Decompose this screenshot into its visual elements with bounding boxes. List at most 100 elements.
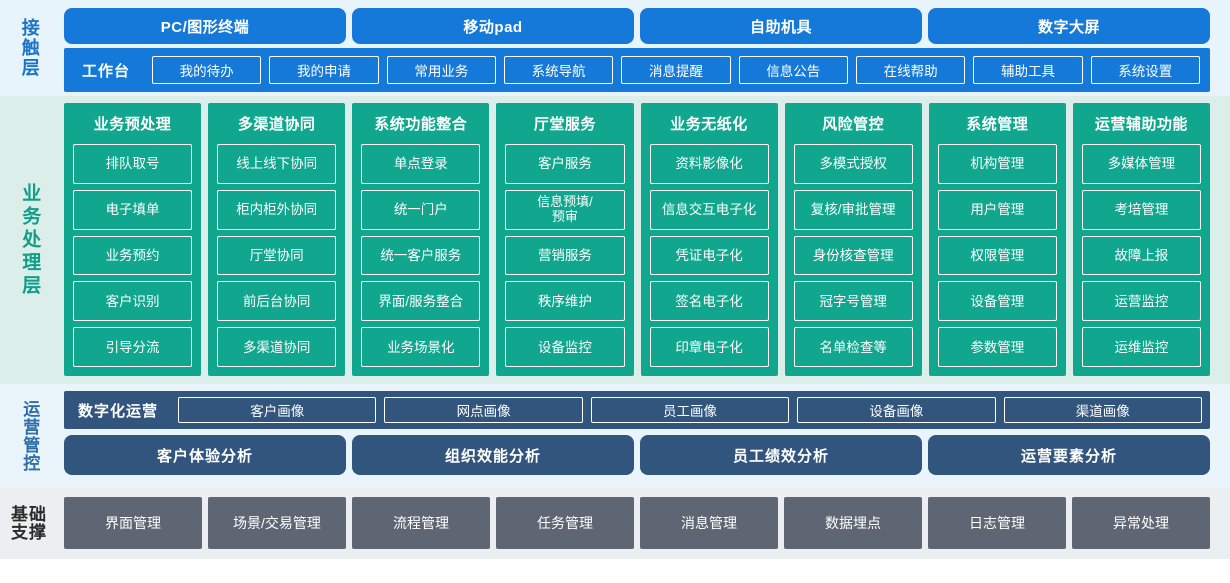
foundation-exception-handling[interactable]: 异常处理 (1072, 497, 1210, 549)
analysis-employee-performance[interactable]: 员工绩效分析 (640, 435, 922, 475)
foundation-ui-management[interactable]: 界面管理 (64, 497, 202, 549)
business-column-multichannel: 多渠道协同 线上线下协同 柜内柜外协同 厅堂协同 前后台协同 多渠道协同 (208, 103, 346, 376)
biz-item-business-scenario[interactable]: 业务场景化 (361, 327, 481, 367)
workbench-item-my-application[interactable]: 我的申请 (269, 56, 379, 84)
contact-layer-body: PC/图形终端 移动pad 自助机具 数字大屏 工作台 我的待办 我的申请 常用… (58, 0, 1230, 96)
biz-item-permission-management[interactable]: 权限管理 (937, 235, 1057, 276)
foundation-process-management[interactable]: 流程管理 (352, 497, 490, 549)
business-column-operation-support: 运营辅助功能 多媒体管理 考培管理 故障上报 运营监控 运维监控 (1072, 103, 1210, 376)
biz-item-signature-electronic[interactable]: 签名电子化 (649, 281, 769, 322)
column-title: 业务预处理 (93, 116, 172, 133)
channel-self-service[interactable]: 自助机具 (640, 8, 922, 44)
business-layer-body: 业务预处理 排队取号 电子填单 业务预约 客户识别 引导分流 多渠道协同 线上线… (58, 96, 1230, 384)
biz-item-customer-recognition[interactable]: 客户识别 (73, 281, 193, 322)
column-title: 运营辅助功能 (1094, 116, 1188, 133)
portrait-customer[interactable]: 客户画像 (178, 397, 377, 423)
biz-item-list-check[interactable]: 名单检查等 (793, 327, 913, 367)
biz-item-identity-verification[interactable]: 身份核查管理 (793, 235, 913, 276)
foundation-log-management[interactable]: 日志管理 (928, 497, 1066, 549)
biz-item-device-management[interactable]: 设备管理 (937, 281, 1057, 322)
biz-item-serial-number-mgmt[interactable]: 冠字号管理 (793, 281, 913, 322)
digital-operations-title: 数字化运营 (78, 402, 159, 420)
biz-item-multimode-authorization[interactable]: 多模式授权 (793, 144, 913, 184)
biz-item-single-sign-on[interactable]: 单点登录 (361, 144, 481, 184)
biz-item-ui-service-integration[interactable]: 界面/服务整合 (361, 281, 481, 322)
biz-item-front-back-sync[interactable]: 前后台协同 (217, 281, 337, 322)
biz-item-unified-customer-service[interactable]: 统一客户服务 (361, 235, 481, 276)
business-layer-label: 业务处理层 (19, 182, 41, 298)
biz-item-info-exchange-electronic[interactable]: 信息交互电子化 (649, 189, 769, 230)
biz-item-review-approval[interactable]: 复核/审批管理 (793, 189, 913, 230)
biz-item-customer-service[interactable]: 客户服务 (505, 144, 625, 184)
workbench-item-my-todo[interactable]: 我的待办 (152, 56, 262, 84)
biz-item-pre-fill-pre-review[interactable]: 信息预填/预审 (505, 189, 625, 230)
column-title: 系统管理 (966, 116, 1029, 133)
operations-layer-label: 运营管控 (20, 400, 40, 472)
analysis-row: 客户体验分析 组织效能分析 员工绩效分析 运营要素分析 (64, 435, 1210, 475)
channel-mobile-pad[interactable]: 移动pad (352, 8, 634, 44)
biz-item-appointment[interactable]: 业务预约 (73, 235, 193, 276)
biz-item-counter-sync[interactable]: 柜内柜外协同 (217, 189, 337, 230)
business-column-system-management: 系统管理 机构管理 用户管理 权限管理 设备管理 参数管理 (928, 103, 1066, 376)
foundation-data-tracking[interactable]: 数据埋点 (784, 497, 922, 549)
biz-item-operation-monitoring[interactable]: 运营监控 (1081, 281, 1201, 322)
biz-item-user-management[interactable]: 用户管理 (937, 189, 1057, 230)
digital-operations-bar: 数字化运营 客户画像 网点画像 员工画像 设备画像 渠道画像 (64, 391, 1210, 429)
workbench-item-common-business[interactable]: 常用业务 (386, 56, 496, 84)
biz-item-document-imaging[interactable]: 资料影像化 (649, 144, 769, 184)
business-column-risk-control: 风险管控 多模式授权 复核/审批管理 身份核查管理 冠字号管理 名单检查等 (784, 103, 922, 376)
analysis-org-effectiveness[interactable]: 组织效能分析 (352, 435, 634, 475)
analysis-customer-experience[interactable]: 客户体验分析 (64, 435, 346, 475)
biz-item-training-management[interactable]: 考培管理 (1081, 189, 1201, 230)
foundation-scenario-transaction-management[interactable]: 场景/交易管理 (208, 497, 346, 549)
biz-item-device-monitoring[interactable]: 设备监控 (505, 327, 625, 367)
workbench-title: 工作台 (82, 62, 131, 80)
portrait-employee[interactable]: 员工画像 (590, 397, 790, 423)
biz-item-lobby-sync[interactable]: 厅堂协同 (217, 235, 337, 276)
foundation-message-management[interactable]: 消息管理 (640, 497, 778, 549)
column-title: 系统功能整合 (374, 116, 468, 133)
portrait-branch[interactable]: 网点画像 (384, 397, 583, 423)
biz-item-online-offline-sync[interactable]: 线上线下协同 (217, 144, 337, 184)
column-title: 风险管控 (822, 116, 885, 133)
portrait-channel[interactable]: 渠道画像 (1003, 397, 1202, 423)
foundation-layer-label: 基础 支撑 (0, 488, 58, 559)
channel-pc[interactable]: PC/图形终端 (64, 8, 346, 44)
contact-layer-label: 接触层 (19, 18, 40, 78)
biz-item-multimedia-management[interactable]: 多媒体管理 (1081, 144, 1201, 184)
biz-item-marketing-service[interactable]: 营销服务 (505, 235, 625, 276)
channel-digital-screen[interactable]: 数字大屏 (928, 8, 1210, 44)
business-column-pre-processing: 业务预处理 排队取号 电子填单 业务预约 客户识别 引导分流 (64, 103, 202, 376)
contact-layer: 接触层 PC/图形终端 移动pad 自助机具 数字大屏 工作台 我的待办 我的申… (0, 0, 1230, 96)
biz-item-queue-ticket[interactable]: 排队取号 (73, 144, 193, 184)
business-column-lobby-service: 厅堂服务 客户服务 信息预填/预审 营销服务 秩序维护 设备监控 (496, 103, 634, 376)
biz-item-unified-portal[interactable]: 统一门户 (361, 189, 481, 230)
column-title: 厅堂服务 (533, 116, 596, 133)
workbench-item-aux-tools[interactable]: 辅助工具 (973, 56, 1083, 84)
biz-item-order-maintenance[interactable]: 秩序维护 (505, 281, 625, 322)
biz-item-multichannel-sync[interactable]: 多渠道协同 (217, 327, 337, 367)
foundation-task-management[interactable]: 任务管理 (496, 497, 634, 549)
operations-layer: 运营管控 数字化运营 客户画像 网点画像 员工画像 设备画像 渠道画像 客户体验… (0, 384, 1230, 488)
biz-item-maintenance-monitoring[interactable]: 运维监控 (1081, 327, 1201, 367)
business-layer: 业务处理层 业务预处理 排队取号 电子填单 业务预约 客户识别 引导分流 多渠道… (0, 96, 1230, 384)
workbench-item-system-nav[interactable]: 系统导航 (504, 56, 614, 84)
biz-item-parameter-management[interactable]: 参数管理 (937, 327, 1057, 367)
business-column-paperless: 业务无纸化 资料影像化 信息交互电子化 凭证电子化 签名电子化 印章电子化 (640, 103, 778, 376)
workbench-item-system-settings[interactable]: 系统设置 (1090, 56, 1200, 84)
biz-item-seal-electronic[interactable]: 印章电子化 (649, 327, 769, 367)
analysis-operation-elements[interactable]: 运营要素分析 (928, 435, 1210, 475)
biz-item-org-management[interactable]: 机构管理 (937, 144, 1057, 184)
biz-item-voucher-electronic[interactable]: 凭证电子化 (649, 235, 769, 276)
portrait-device[interactable]: 设备画像 (797, 397, 996, 423)
biz-item-guided-diversion[interactable]: 引导分流 (73, 327, 193, 367)
biz-item-e-form[interactable]: 电子填单 (73, 189, 193, 230)
operations-layer-body: 数字化运营 客户画像 网点画像 员工画像 设备画像 渠道画像 客户体验分析 组织… (58, 384, 1230, 488)
workbench-item-message-alert[interactable]: 消息提醒 (621, 56, 731, 84)
biz-item-fault-report[interactable]: 故障上报 (1081, 235, 1201, 276)
workbench-item-online-help[interactable]: 在线帮助 (855, 56, 966, 84)
business-column-system-integration: 系统功能整合 单点登录 统一门户 统一客户服务 界面/服务整合 业务场景化 (352, 103, 490, 376)
workbench-item-announcement[interactable]: 信息公告 (738, 56, 848, 84)
foundation-layer-body: 界面管理 场景/交易管理 流程管理 任务管理 消息管理 数据埋点 日志管理 异常… (58, 488, 1230, 559)
